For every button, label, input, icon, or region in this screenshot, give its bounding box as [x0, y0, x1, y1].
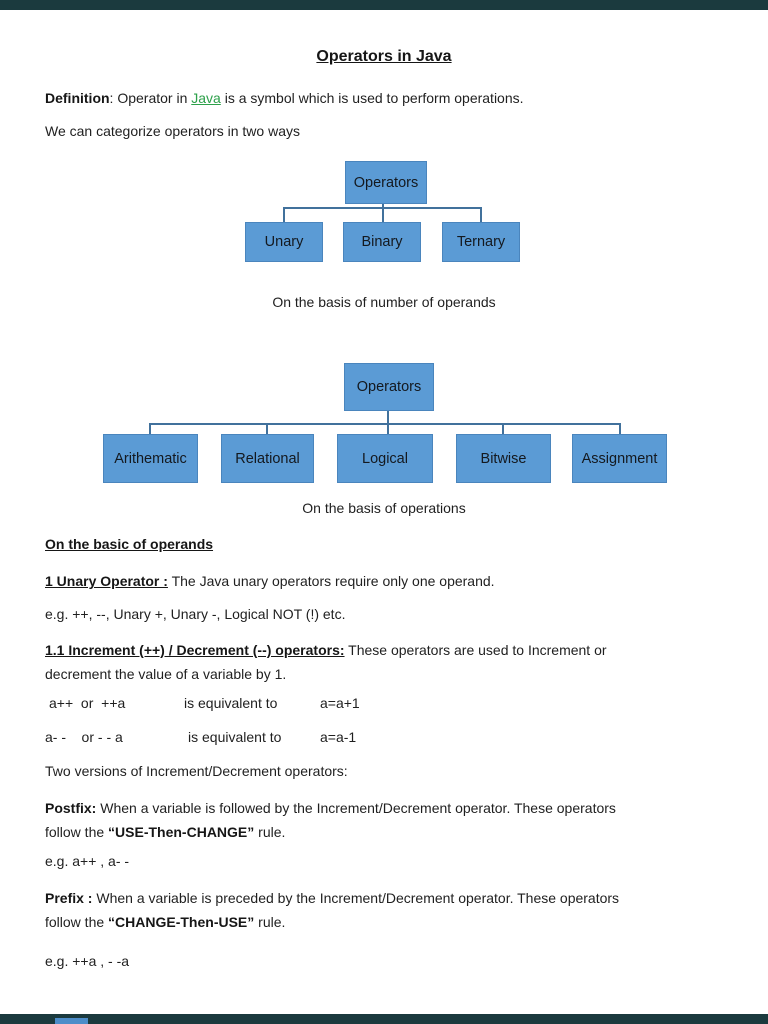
postfix-example: e.g. a++ , a- - [45, 853, 130, 869]
diagram2-child-relational: Relational [221, 434, 314, 483]
prefix-rule: “CHANGE-Then-USE” [108, 914, 255, 930]
section-heading: On the basic of operands [45, 536, 735, 553]
diagram1-root-box: Operators [345, 161, 427, 204]
prefix-text-line2: follow the [45, 914, 109, 930]
definition-pre: : Operator in [109, 90, 192, 106]
two-versions-paragraph: Two versions of Increment/Decrement oper… [45, 763, 348, 779]
diagram1-connector-horizontal [283, 207, 482, 209]
prefix-example: e.g. ++a , - -a [45, 953, 130, 969]
postfix-paragraph: Postfix: When a variable is followed by … [45, 796, 735, 844]
diagram1-child-unary: Unary [245, 222, 323, 262]
unary-paragraph: 1 Unary Operator : The Java unary operat… [45, 573, 735, 590]
diagram1-caption: On the basis of number of operands [272, 294, 496, 310]
postfix-text-line2: follow the [45, 824, 109, 840]
prefix-label: Prefix : [45, 890, 93, 906]
definition-label: Definition [45, 90, 110, 106]
diagram2-caption: On the basis of operations [302, 500, 466, 516]
diagram2-child-bitwise: Bitwise [456, 434, 551, 483]
next-page-peek [55, 1018, 88, 1024]
diagram2-child-arithematic: Arithematic [103, 434, 198, 483]
diagram1-child-binary: Binary [343, 222, 421, 262]
intro-paragraph: We can categorize operators in two ways [45, 123, 300, 139]
diagram2-connector-center [387, 411, 389, 434]
incdec-text-line2: decrement the value of a variable by 1. [45, 666, 287, 682]
diagram1-child-ternary: Ternary [442, 222, 520, 262]
page-gap-bar-top [0, 0, 768, 10]
diagram2-stub-5 [619, 423, 621, 434]
prefix-paragraph: Prefix : When a variable is preceded by … [45, 886, 735, 934]
page-title: Operators in Java [316, 48, 452, 65]
eq2-expression: a- - or - - a [45, 729, 123, 745]
diagram2-child-assignment: Assignment [572, 434, 667, 483]
definition-post: is a symbol which is used to perform ope… [220, 90, 524, 106]
incdec-paragraph: 1.1 Increment (++) / Decrement (--) oper… [45, 638, 735, 686]
diagram2-connector-horizontal [149, 423, 621, 425]
diagram1-connector-right-stub [480, 207, 482, 222]
prefix-tail: rule. [254, 914, 286, 930]
diagram2-stub-4 [502, 423, 504, 434]
eq1-phrase: is equivalent to [184, 695, 278, 711]
unary-heading: 1 Unary Operator : [45, 573, 168, 589]
unary-text: The Java unary operators require only on… [167, 573, 495, 589]
java-link[interactable]: Java [191, 90, 221, 106]
eq1-expression: a++ or ++a [49, 695, 126, 711]
incdec-text-line1: These operators are used to Increment or [344, 642, 607, 658]
prefix-text-line1: When a variable is preceded by the Incre… [92, 890, 620, 906]
definition-paragraph: Definition: Operator in Java is a symbol… [45, 90, 735, 107]
postfix-text-line1: When a variable is followed by the Incre… [96, 800, 616, 816]
postfix-rule: “USE-Then-CHANGE” [108, 824, 255, 840]
diagram2-stub-2 [266, 423, 268, 434]
unary-examples: e.g. ++, --, Unary +, Unary -, Logical N… [45, 606, 346, 622]
diagram2-stub-1 [149, 423, 151, 434]
diagram2-root-box: Operators [344, 363, 434, 411]
diagram2-child-logical: Logical [337, 434, 433, 483]
eq2-phrase: is equivalent to [188, 729, 282, 745]
eq2-result: a=a-1 [320, 729, 357, 745]
page-gap-bar-bottom [0, 1014, 768, 1024]
incdec-heading: 1.1 Increment (++) / Decrement (--) oper… [45, 642, 345, 658]
diagram1-connector-center [382, 204, 384, 222]
diagram1-connector-left-stub [283, 207, 285, 222]
postfix-label: Postfix: [45, 800, 97, 816]
postfix-tail: rule. [254, 824, 286, 840]
eq1-result: a=a+1 [320, 695, 360, 711]
section-heading-text: On the basic of operands [45, 536, 214, 552]
